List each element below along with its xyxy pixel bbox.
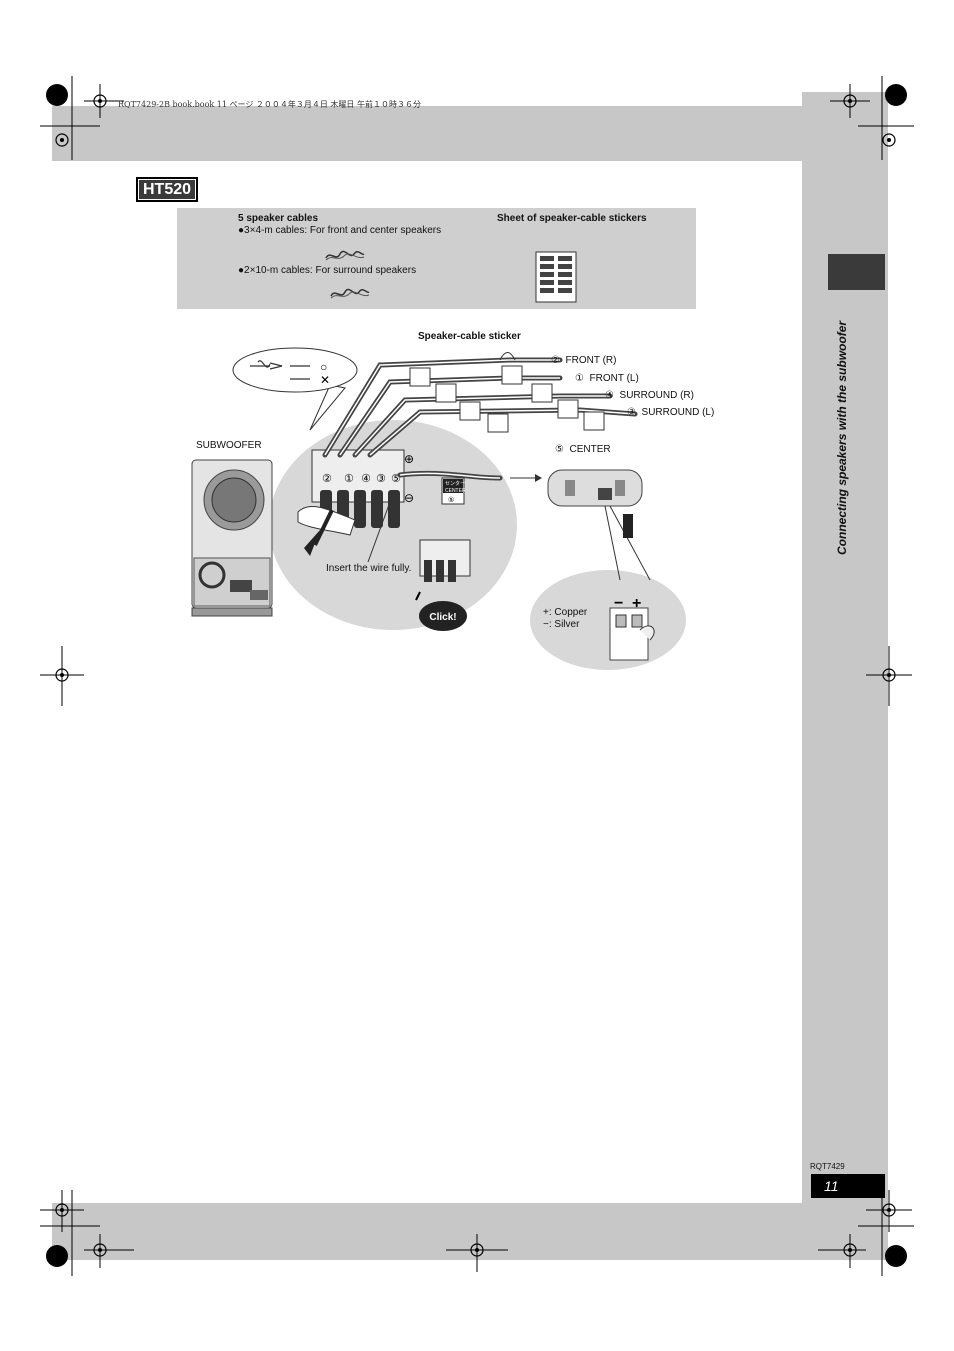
svg-text:②: ② (322, 473, 332, 485)
cable-coil-icon (325, 250, 365, 261)
channel-surround-r: ④ SURROUND (R) (605, 390, 694, 401)
cable-surround-text: ●2×10-m cables: For surround speakers (238, 265, 417, 276)
sticker-sheet-icon (535, 251, 577, 303)
subwoofer-label: SUBWOOFER (196, 440, 262, 451)
page-number: 11 (824, 1178, 839, 1194)
top-band (52, 106, 888, 161)
polarity-detail (609, 607, 655, 661)
accessories-box: 5 speaker cables ●3×4-m cables: For fron… (177, 208, 696, 309)
svg-text:⑤: ⑤ (391, 473, 401, 485)
svg-text:③: ③ (376, 473, 386, 485)
channel-center: ⑤ CENTER (555, 444, 611, 455)
channel-surround-l: ③ SURROUND (L) (627, 407, 715, 418)
file-info-header: RQT7429-2B book.book 11 ページ ２００４年３月４日 木曜… (118, 100, 421, 109)
insert-detail (415, 539, 471, 601)
svg-text:①: ① (344, 473, 354, 485)
center-sticker: センター CENTER ⑤ (441, 477, 466, 505)
plus-mark: + (632, 595, 641, 612)
cable-front-text: ●3×4-m cables: For front and center spea… (238, 225, 442, 236)
insert-note: Insert the wire fully. (326, 563, 412, 574)
center-speaker (547, 469, 651, 581)
terminal-numbers: ② ① ④ ③ ⑤ (322, 473, 401, 485)
cables-title: 5 speaker cables (238, 213, 319, 224)
wiring-diagram: ○ ✕ ② ① ④ ③ ⑤ ⊕ ⊖ (191, 347, 686, 670)
sticker-label: Speaker-cable sticker (418, 331, 521, 342)
click-badge (419, 601, 467, 631)
model-badge: HT520 (136, 177, 198, 202)
click-label: Click! (429, 612, 456, 623)
minus-symbol: ⊖ (404, 491, 414, 505)
subwoofer-unit (191, 459, 273, 617)
plus-symbol: ⊕ (404, 452, 414, 466)
svg-text:⑤: ⑤ (448, 496, 454, 504)
svg-text:センター: センター (445, 480, 465, 487)
section-tab (828, 254, 885, 290)
document-code: RQT7429 (810, 1162, 845, 1171)
minus-mark: − (614, 595, 623, 612)
svg-text:CENTER: CENTER (445, 488, 466, 494)
ok-mark: ○ (320, 360, 327, 374)
channel-front-l: ① FRONT (L) (575, 373, 639, 384)
svg-text:④: ④ (361, 473, 371, 485)
strip-callout (232, 347, 358, 393)
page-number-box (811, 1174, 885, 1198)
terminal-block (297, 449, 405, 536)
cable-stickers (409, 365, 605, 433)
channel-front-r: ② FRONT (R) (551, 355, 617, 366)
legend-copper: +: Copper (543, 607, 588, 618)
ng-mark: ✕ (320, 373, 330, 387)
stickers-title: Sheet of speaker-cable stickers (497, 213, 647, 224)
legend-silver: −: Silver (543, 619, 580, 630)
cable-coil-icon (330, 288, 370, 299)
